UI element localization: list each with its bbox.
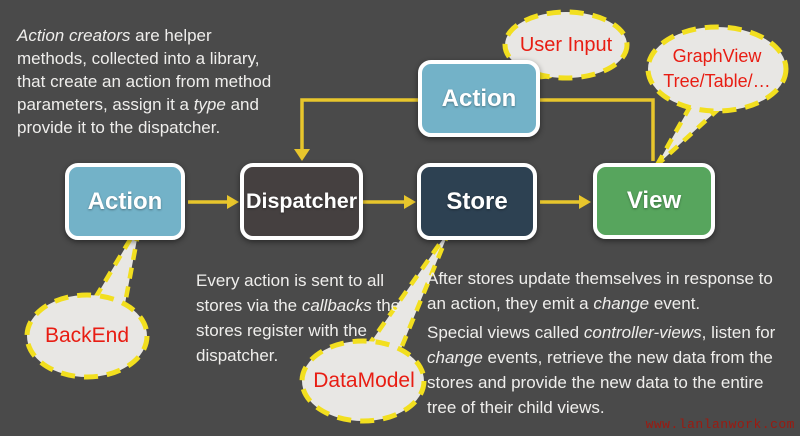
edge-action-left-to-dispatcher-arrowhead [227, 195, 239, 209]
edge-store-to-view-arrowhead [579, 195, 591, 209]
note-action-creators: Action creators are helper methods, coll… [17, 24, 287, 139]
bubble-backend-shape [24, 292, 150, 380]
node-view-label: View [626, 187, 682, 214]
bubble-graphview-shape [645, 24, 789, 114]
bubble-graphview-line2: Tree/Table/… [663, 71, 771, 91]
note-line: tree of their child views. [427, 398, 605, 417]
node-action-left: Action [65, 163, 185, 240]
note-controller-views: Special views called controller-views, l… [427, 320, 799, 420]
note-line: parameters, assign it a type and [17, 95, 259, 114]
note-line: Every action is sent to all [196, 271, 385, 290]
node-view: View [593, 163, 715, 239]
note-dispatcher-callbacks: Every action is sent to all stores via t… [196, 268, 431, 368]
node-action-left-label: Action [87, 187, 163, 215]
bubble-graphview-tail [654, 93, 727, 168]
node-dispatcher: Dispatcher [240, 163, 363, 240]
edge-action-top-to-dispatcher-arrowhead [294, 149, 310, 161]
note-line: Special views called controller-views, l… [427, 323, 776, 342]
node-action-top-label: Action [441, 84, 517, 112]
bubble-user-input-label: User Input [519, 34, 613, 56]
bubble-graphview-line1: GraphView [672, 46, 762, 66]
note-line: that create an action from method [17, 72, 272, 91]
note-line: Action creators are helper [17, 26, 212, 45]
note-line: stores via the callbacks the [196, 296, 401, 315]
note-line: an action, they emit a change event. [427, 294, 701, 313]
watermark: www.lanlanwork.com [645, 417, 795, 432]
node-action-top: Action [418, 60, 540, 137]
note-line: provide it to the dispatcher. [17, 118, 221, 137]
note-line: change events, retrieve the new data fro… [427, 348, 773, 367]
bubble-datamodel-label: DataModel [313, 369, 415, 392]
bubble-user-input-shape [502, 9, 630, 81]
note-line: stores register with the [196, 321, 368, 340]
edge-action-top-to-dispatcher-line [300, 98, 418, 150]
bubble-backend-label: BackEnd [44, 324, 130, 347]
note-line: After stores update themselves in respon… [427, 269, 773, 288]
note-line: stores and provide the new data to the e… [427, 373, 764, 392]
note-store-change-event: After stores update themselves in respon… [427, 266, 799, 316]
edge-dispatcher-to-store-arrowhead [404, 195, 416, 209]
edge-view-to-action-top-line [540, 98, 655, 161]
note-line: dispatcher. [196, 346, 279, 365]
note-line: methods, collected into a library, [17, 49, 260, 68]
node-store-label: Store [446, 187, 508, 215]
node-dispatcher-label: Dispatcher [245, 189, 358, 213]
node-store: Store [417, 163, 537, 240]
bubble-datamodel-shape [299, 338, 427, 424]
bubble-graphview-label: GraphView Tree/Table/… [649, 44, 785, 94]
